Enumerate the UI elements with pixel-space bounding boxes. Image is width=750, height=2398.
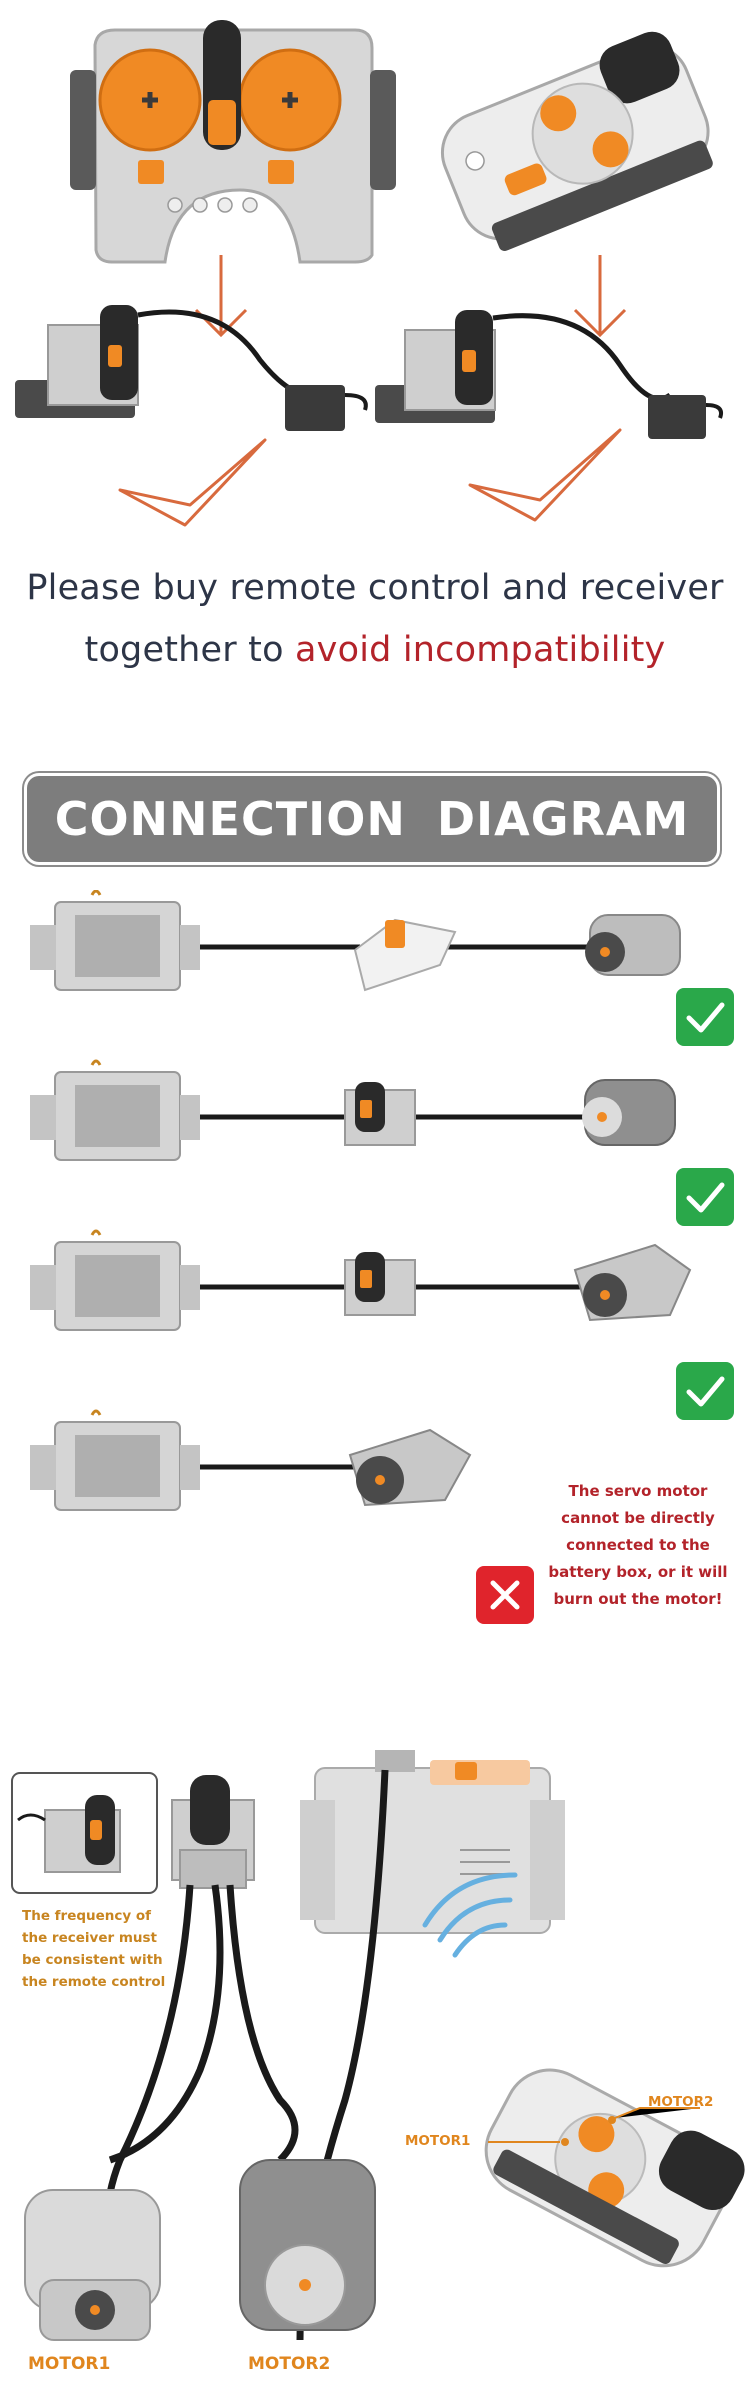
motor2-device	[239, 2159, 376, 2331]
remote-control-right	[440, 31, 713, 251]
check-icon	[686, 1002, 725, 1033]
check-icon	[686, 1376, 725, 1407]
headline-line-1: Please buy remote control and receiver	[26, 568, 724, 608]
connection-row-3	[30, 1229, 692, 1331]
motor1-device	[24, 2189, 161, 2341]
headline-highlight: avoid incompatibility	[295, 630, 666, 670]
bottom-illustration	[0, 1740, 750, 2398]
connection-row-2	[30, 1059, 676, 1161]
top-illustration	[0, 0, 750, 560]
motor2-label: MOTOR2	[248, 2354, 331, 2374]
remote-motor1-label: MOTOR1	[405, 2133, 471, 2149]
receiver-center	[171, 1775, 255, 1889]
headline-prefix: together to	[84, 630, 296, 670]
wireless-signal-icon	[422, 1872, 518, 1958]
arrow-right	[573, 255, 627, 338]
connection-diagram-banner: CONNECTION DIAGRAM	[27, 776, 717, 862]
connection-row-4	[30, 1409, 472, 1511]
cross-icon	[490, 1580, 520, 1610]
checkmark-right-icon	[468, 428, 622, 522]
status-badge-ok-1	[676, 988, 734, 1046]
receiver-inset	[11, 1772, 158, 1894]
status-badge-ok-2	[676, 1168, 734, 1226]
receiver-right	[375, 310, 723, 439]
remote-motor2-label: MOTOR2	[648, 2094, 714, 2110]
banner-title: CONNECTION DIAGRAM	[54, 792, 690, 846]
remote-control-bottom	[484, 2068, 745, 2268]
status-badge-error	[476, 1566, 534, 1624]
servo-warning-text: The servo motor cannot be directly conne…	[548, 1482, 728, 1608]
connection-row-1	[30, 890, 681, 992]
connection-rows	[0, 890, 750, 1650]
headline-line-2: together to avoid incompatibility	[0, 630, 750, 670]
check-icon	[686, 1182, 725, 1213]
checkmark-left-icon	[118, 438, 267, 527]
battery-box	[300, 1750, 565, 1934]
receiver-left	[15, 305, 368, 431]
status-badge-ok-3	[676, 1362, 734, 1420]
frequency-note: The frequency of the receiver must be co…	[22, 1908, 166, 1990]
motor1-label: MOTOR1	[28, 2354, 111, 2374]
remote-control-left	[70, 20, 396, 264]
